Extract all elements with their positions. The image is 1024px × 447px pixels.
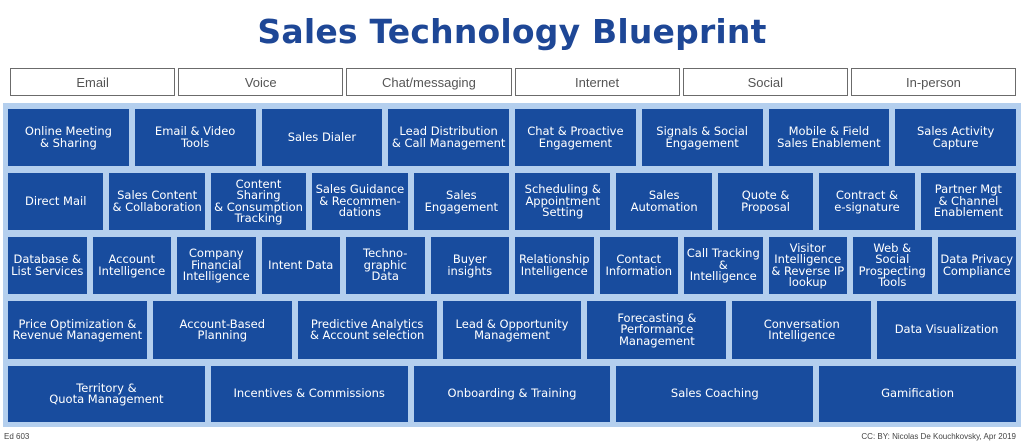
channel-social[interactable]: Social <box>682 68 848 96</box>
capability-box[interactable]: Onboarding & Training <box>413 366 611 422</box>
capability-box[interactable]: Signals & Social Engagement <box>641 109 763 166</box>
capability-box[interactable]: Relationship Intelligence <box>515 237 594 294</box>
blueprint-row-5: Territory & Quota Management Incentives … <box>8 366 1016 422</box>
capability-box[interactable]: Chat & Proactive Engagement <box>515 109 636 166</box>
capability-box[interactable]: Mobile & Field Sales Enablement <box>768 109 890 166</box>
capability-box[interactable]: Company Financial Intelligence <box>177 237 256 294</box>
capability-box[interactable]: Techno- graphic Data <box>346 237 425 294</box>
capability-box[interactable]: Scheduling & Appointment Setting <box>515 173 611 230</box>
channel-chat-messaging[interactable]: Chat/messaging <box>346 68 512 96</box>
capability-box[interactable]: Price Optimization & Revenue Management <box>8 301 147 359</box>
capability-box[interactable]: Conversation Intelligence <box>732 301 872 359</box>
capability-box[interactable]: Sales Content & Collaboration <box>109 173 205 230</box>
capability-box[interactable]: Web & Social Prospecting Tools <box>853 237 932 294</box>
capability-box[interactable]: Database & List Services <box>8 237 87 294</box>
page-title: Sales Technology Blueprint <box>257 12 767 51</box>
blueprint-row-4: Price Optimization & Revenue Management … <box>8 301 1017 359</box>
edition-label: Ed 603 <box>4 432 30 441</box>
capability-box[interactable]: Incentives & Commissions <box>210 366 408 422</box>
channel-bar: Email Voice Chat/messaging Internet Soci… <box>10 68 1017 96</box>
channel-voice[interactable]: Voice <box>178 68 344 96</box>
channel-internet[interactable]: Internet <box>514 68 680 96</box>
capability-box[interactable]: Sales Guidance & Recommen- dations <box>312 173 408 230</box>
credit-label: CC: BY: Nicolas De Kouchkovsky, Apr 2019 <box>861 432 1016 441</box>
blueprint-row-3: Database & List Services Account Intelli… <box>8 237 1016 294</box>
capability-box[interactable]: Intent Data <box>261 237 340 294</box>
capability-box[interactable]: Sales Coaching <box>616 366 814 422</box>
capability-box[interactable]: Gamification <box>819 366 1016 422</box>
capability-box[interactable]: Buyer insights <box>430 237 509 294</box>
capability-box[interactable]: Lead & Opportunity Management <box>442 301 582 359</box>
capability-box[interactable]: Sales Automation <box>616 173 712 230</box>
capability-box[interactable]: Email & Video Tools <box>134 109 256 166</box>
capability-box[interactable]: Lead Distribution & Call Management <box>388 109 509 166</box>
capability-box[interactable]: Direct Mail <box>8 173 104 230</box>
capability-box[interactable]: Contract & e-signature <box>819 173 915 230</box>
capability-box[interactable]: Partner Mgt & Channel Enablement <box>920 173 1017 230</box>
capability-box[interactable]: Sales Dialer <box>261 109 383 166</box>
capability-box[interactable]: Account-Based Planning <box>152 301 292 359</box>
capability-box[interactable]: Forecasting & Performance Management <box>587 301 727 359</box>
capability-box[interactable]: Contact Information <box>599 237 678 294</box>
channel-email[interactable]: Email <box>10 68 176 96</box>
capability-box[interactable]: Sales Engagement <box>413 173 510 230</box>
capability-box[interactable]: Online Meeting & Sharing <box>8 109 129 166</box>
blueprint-row-1: Online Meeting & Sharing Email & Video T… <box>8 109 1016 166</box>
capability-box[interactable]: Sales Activity Capture <box>895 109 1016 166</box>
capability-box[interactable]: Quote & Proposal <box>717 173 814 230</box>
capability-box[interactable]: Predictive Analytics & Account selection <box>297 301 437 359</box>
capability-box[interactable]: Call Tracking & Intelligence <box>684 237 763 294</box>
capability-box[interactable]: Visitor Intelligence & Reverse IP lookup <box>768 237 847 294</box>
blueprint-row-2: Direct Mail Sales Content & Collaboratio… <box>8 173 1017 230</box>
channel-in-person[interactable]: In-person <box>850 68 1017 96</box>
capability-box[interactable]: Account Intelligence <box>92 237 171 294</box>
capability-box[interactable]: Content Sharing & Consumption Tracking <box>210 173 307 230</box>
capability-box[interactable]: Territory & Quota Management <box>8 366 205 422</box>
capability-box[interactable]: Data Privacy Compliance <box>937 237 1016 294</box>
blueprint-panel: Online Meeting & Sharing Email & Video T… <box>3 103 1021 427</box>
capability-box[interactable]: Data Visualization <box>877 301 1017 359</box>
